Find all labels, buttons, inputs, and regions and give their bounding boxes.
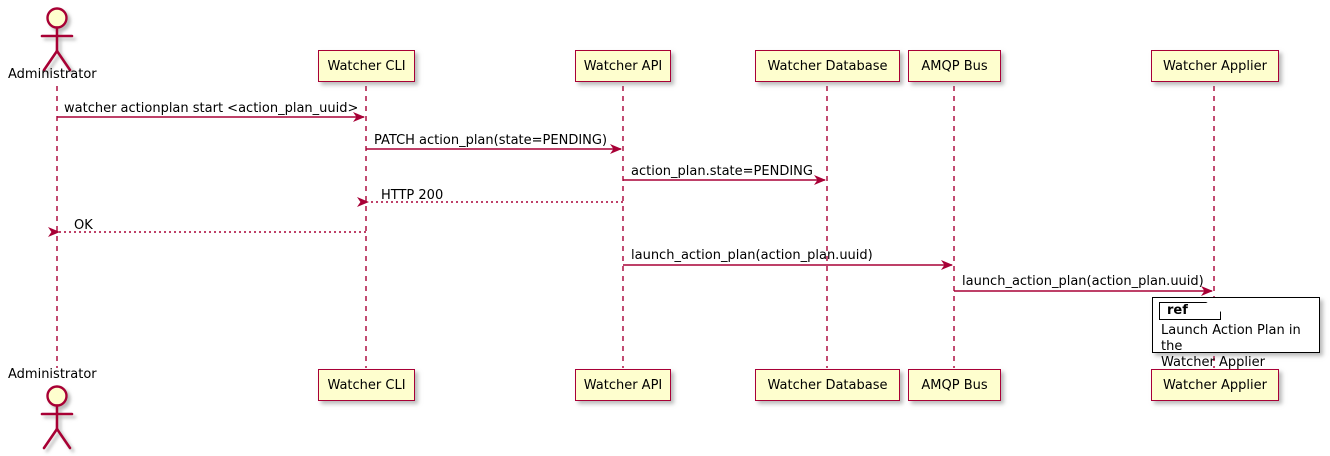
actor-figure-administrator-bottom: [40, 385, 74, 450]
participant-administrator-bottom-label[interactable]: Administrator: [8, 367, 97, 382]
lifelines-group: [56, 86, 1215, 368]
participant-administrator-top-label[interactable]: Administrator: [8, 67, 97, 82]
actor-figure-administrator-top: [40, 7, 74, 72]
participant-watcher-database-top[interactable]: Watcher Database: [755, 50, 900, 82]
message-arrows-group: [48, 112, 1213, 296]
participant-watcher-applier-bottom[interactable]: Watcher Applier: [1151, 369, 1279, 401]
participant-watcher-applier-top[interactable]: Watcher Applier: [1151, 50, 1279, 82]
participant-watcher-api-top[interactable]: Watcher API: [575, 50, 671, 82]
message-label-7: launch_action_plan(action_plan.uuid): [962, 274, 1204, 289]
message-label-6: launch_action_plan(action_plan.uuid): [631, 248, 873, 263]
actor-figures-group: [40, 7, 74, 450]
message-label-3: action_plan.state=PENDING: [631, 164, 813, 179]
message-label-4: HTTP 200: [381, 188, 444, 203]
message-label-5: OK: [74, 218, 93, 233]
participant-watcher-database-bottom[interactable]: Watcher Database: [755, 369, 900, 401]
participant-amqp-bus-bottom[interactable]: AMQP Bus: [908, 369, 1001, 401]
ref-fragment-box: ref Launch Action Plan in the Watcher Ap…: [1152, 297, 1320, 370]
message-label-1: watcher actionplan start <action_plan_uu…: [64, 101, 359, 116]
participant-watcher-cli-top[interactable]: Watcher CLI: [318, 50, 415, 82]
participant-watcher-cli-bottom[interactable]: Watcher CLI: [318, 369, 415, 401]
ref-keyword-label: ref: [1167, 303, 1188, 318]
ref-body-text: Launch Action Plan in the Watcher Applie…: [1161, 323, 1301, 370]
participant-amqp-bus-top[interactable]: AMQP Bus: [908, 50, 1001, 82]
message-label-2: PATCH action_plan(state=PENDING): [374, 133, 608, 148]
participant-watcher-api-bottom[interactable]: Watcher API: [575, 369, 671, 401]
